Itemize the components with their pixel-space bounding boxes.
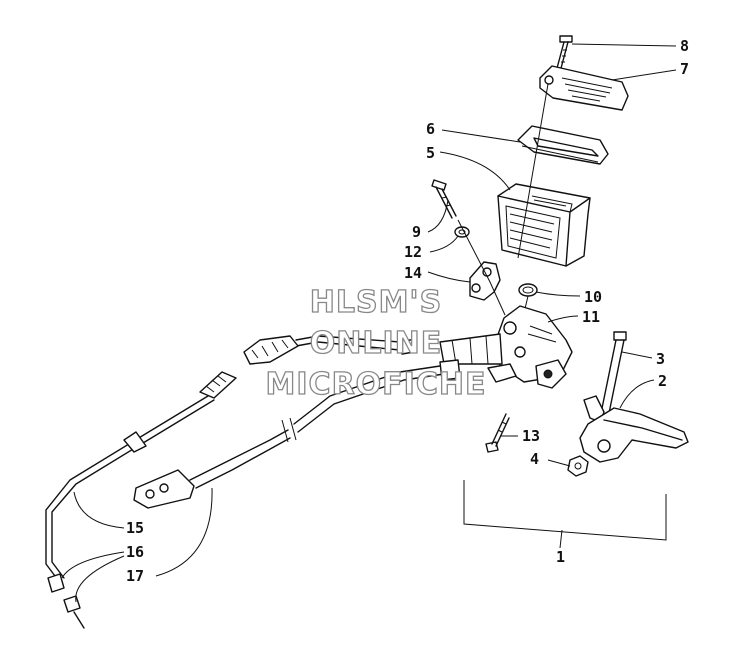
part-6-gasket	[517, 125, 609, 165]
callout-8: 8	[680, 37, 689, 55]
callout-3: 3	[656, 350, 665, 368]
callout-9: 9	[412, 223, 421, 241]
callout-15: 15	[126, 519, 144, 537]
part-4-nut	[567, 455, 589, 477]
part-13-screw	[485, 413, 510, 453]
part-8-screw	[555, 35, 573, 73]
callout-1: 1	[556, 548, 565, 566]
part-2-brake-lever	[579, 395, 689, 463]
callout-16: 16	[126, 543, 144, 561]
part-9-bolt	[431, 179, 457, 219]
watermark-line-3: MICROFICHE	[266, 367, 487, 402]
part-1-assembly-bracket	[463, 480, 667, 549]
watermark-line-1: HLSM'S	[310, 285, 442, 320]
part-16-fittings	[47, 573, 85, 629]
part-3-pivot-bolt	[599, 331, 627, 419]
leader-lines	[61, 43, 677, 603]
part-14-clamp	[469, 261, 501, 301]
callout-7: 7	[680, 60, 689, 78]
callout-2: 2	[658, 372, 667, 390]
part-11-master-cylinder	[439, 305, 573, 389]
watermark: HLSM'S ONLINE MICROFICHE	[265, 284, 487, 402]
callout-10: 10	[584, 288, 602, 306]
callout-11: 11	[582, 308, 600, 326]
callout-6: 6	[426, 120, 435, 138]
watermark-line-2: ONLINE	[310, 326, 443, 361]
callout-12: 12	[404, 243, 422, 261]
callout-4: 4	[530, 450, 539, 468]
part-15-brake-line	[45, 371, 237, 581]
brake-line-upper	[243, 335, 415, 365]
callout-17: 17	[126, 567, 144, 585]
callout-13: 13	[522, 427, 540, 445]
callout-14: 14	[404, 264, 422, 282]
callout-5: 5	[426, 144, 435, 162]
part-17-harness	[133, 359, 461, 509]
part-5-reservoir	[497, 183, 591, 267]
part-10-oring	[518, 283, 538, 297]
callout-numbers: 8 7 6 5 9 12 14 10 11 3 2 13 4 1 15 16 1…	[126, 37, 689, 585]
part-7-cover	[539, 65, 629, 111]
